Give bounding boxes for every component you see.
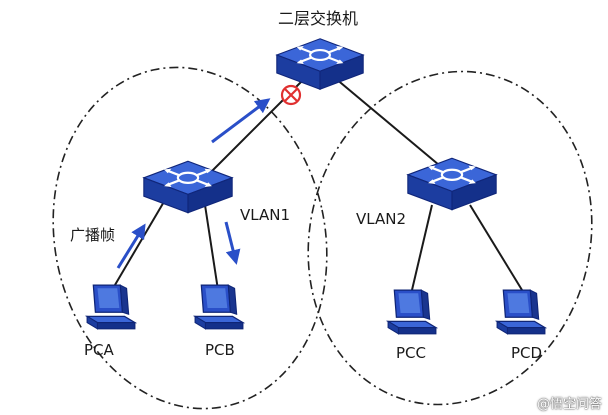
switch1-icon xyxy=(142,160,234,214)
link-sw2-pcc xyxy=(411,204,433,291)
vlan1-label: VLAN1 xyxy=(240,206,290,224)
pcb-label: PCB xyxy=(205,341,235,359)
vlan2-boundary xyxy=(307,70,593,406)
switch2-icon xyxy=(406,157,498,211)
broadcast-arrow-down xyxy=(224,221,241,265)
pca-label: PCA xyxy=(84,341,114,359)
core-switch-label: 二层交换机 xyxy=(278,9,359,28)
link-sw1-pcb xyxy=(204,204,219,291)
link-sw2-pcd xyxy=(469,204,523,291)
pcc-icon xyxy=(387,289,437,335)
pcc-label: PCC xyxy=(396,344,426,362)
vlan1-boundary xyxy=(52,66,328,410)
pcd-icon xyxy=(496,289,546,335)
core-switch-icon xyxy=(275,37,365,91)
broadcast-arrow-to-core xyxy=(211,98,271,144)
link-sw1-pca xyxy=(111,199,166,291)
pca-icon xyxy=(86,284,136,330)
broadcast-arrow-up-left xyxy=(116,223,146,269)
blocked-icon xyxy=(280,84,302,106)
link-core-sw2 xyxy=(334,77,446,171)
pcd-label: PCD xyxy=(511,344,543,362)
watermark: @悟空问答 xyxy=(536,397,602,412)
broadcast-label: 广播帧 xyxy=(70,226,116,244)
vlan2-label: VLAN2 xyxy=(356,210,406,228)
pcb-icon xyxy=(194,284,244,330)
